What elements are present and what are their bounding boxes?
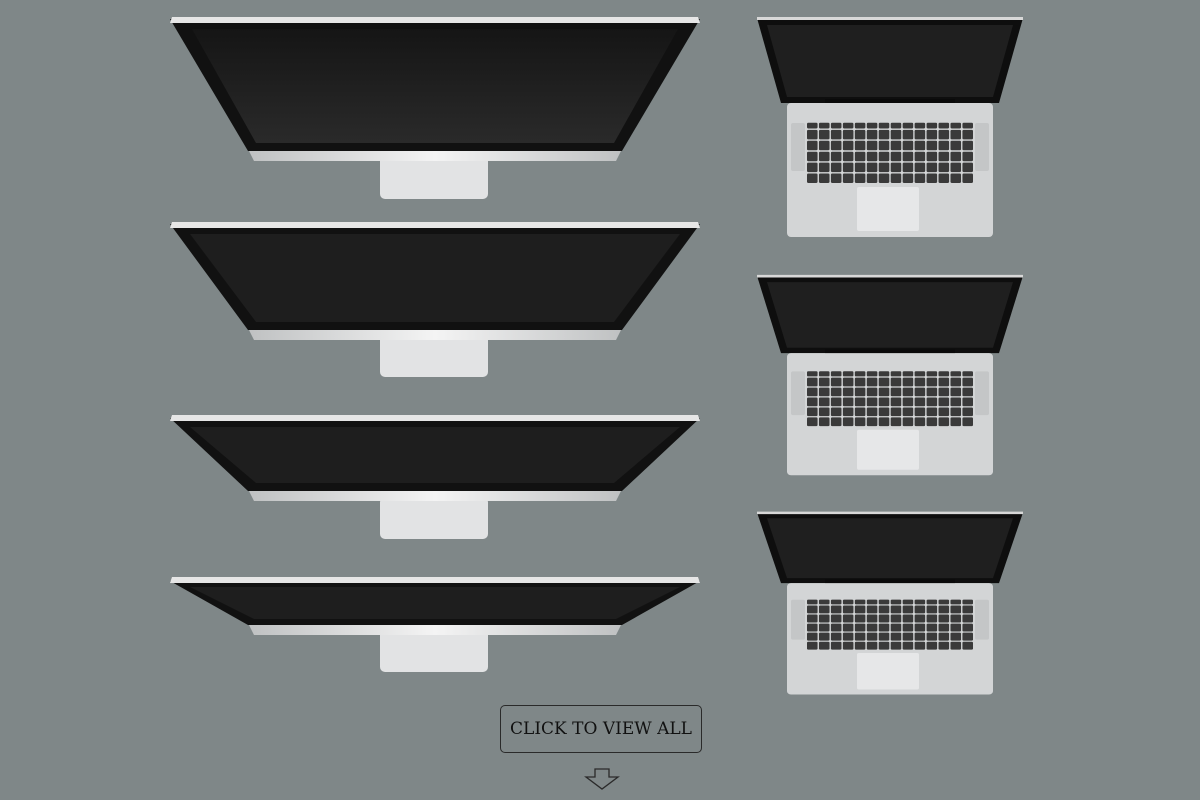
view-all-button[interactable]: CLICK TO VIEW ALL <box>500 705 702 753</box>
imac-stand <box>380 630 488 672</box>
laptop-keyboard <box>807 122 973 183</box>
imac-mockup-2[interactable] <box>170 220 700 382</box>
laptop-screen <box>767 282 1013 348</box>
imac-mockup-4[interactable] <box>170 575 700 675</box>
macbook-mockup-2[interactable] <box>755 273 1025 478</box>
imac-screen <box>192 29 678 143</box>
imac-screen <box>190 234 680 322</box>
imac-stand <box>380 497 488 539</box>
laptop-screen <box>767 25 1013 97</box>
macbook-mockup-1[interactable] <box>755 15 1025 240</box>
macbook-mockup-3[interactable] <box>755 510 1025 697</box>
imac-stand <box>380 155 488 199</box>
imac-mockup-3[interactable] <box>170 413 700 543</box>
laptop-trackpad <box>857 652 919 690</box>
view-all-label: CLICK TO VIEW ALL <box>510 719 692 739</box>
imac-screen <box>190 427 680 483</box>
arrow-down-outline-icon[interactable] <box>583 768 621 790</box>
laptop-trackpad <box>857 429 919 470</box>
imac-stand <box>380 335 488 377</box>
laptop-keyboard <box>807 371 973 427</box>
laptop-trackpad <box>857 187 919 231</box>
laptop-keyboard <box>807 599 973 650</box>
laptop-screen <box>767 518 1013 579</box>
imac-screen <box>190 587 680 619</box>
imac-mockup-1[interactable] <box>170 15 700 205</box>
